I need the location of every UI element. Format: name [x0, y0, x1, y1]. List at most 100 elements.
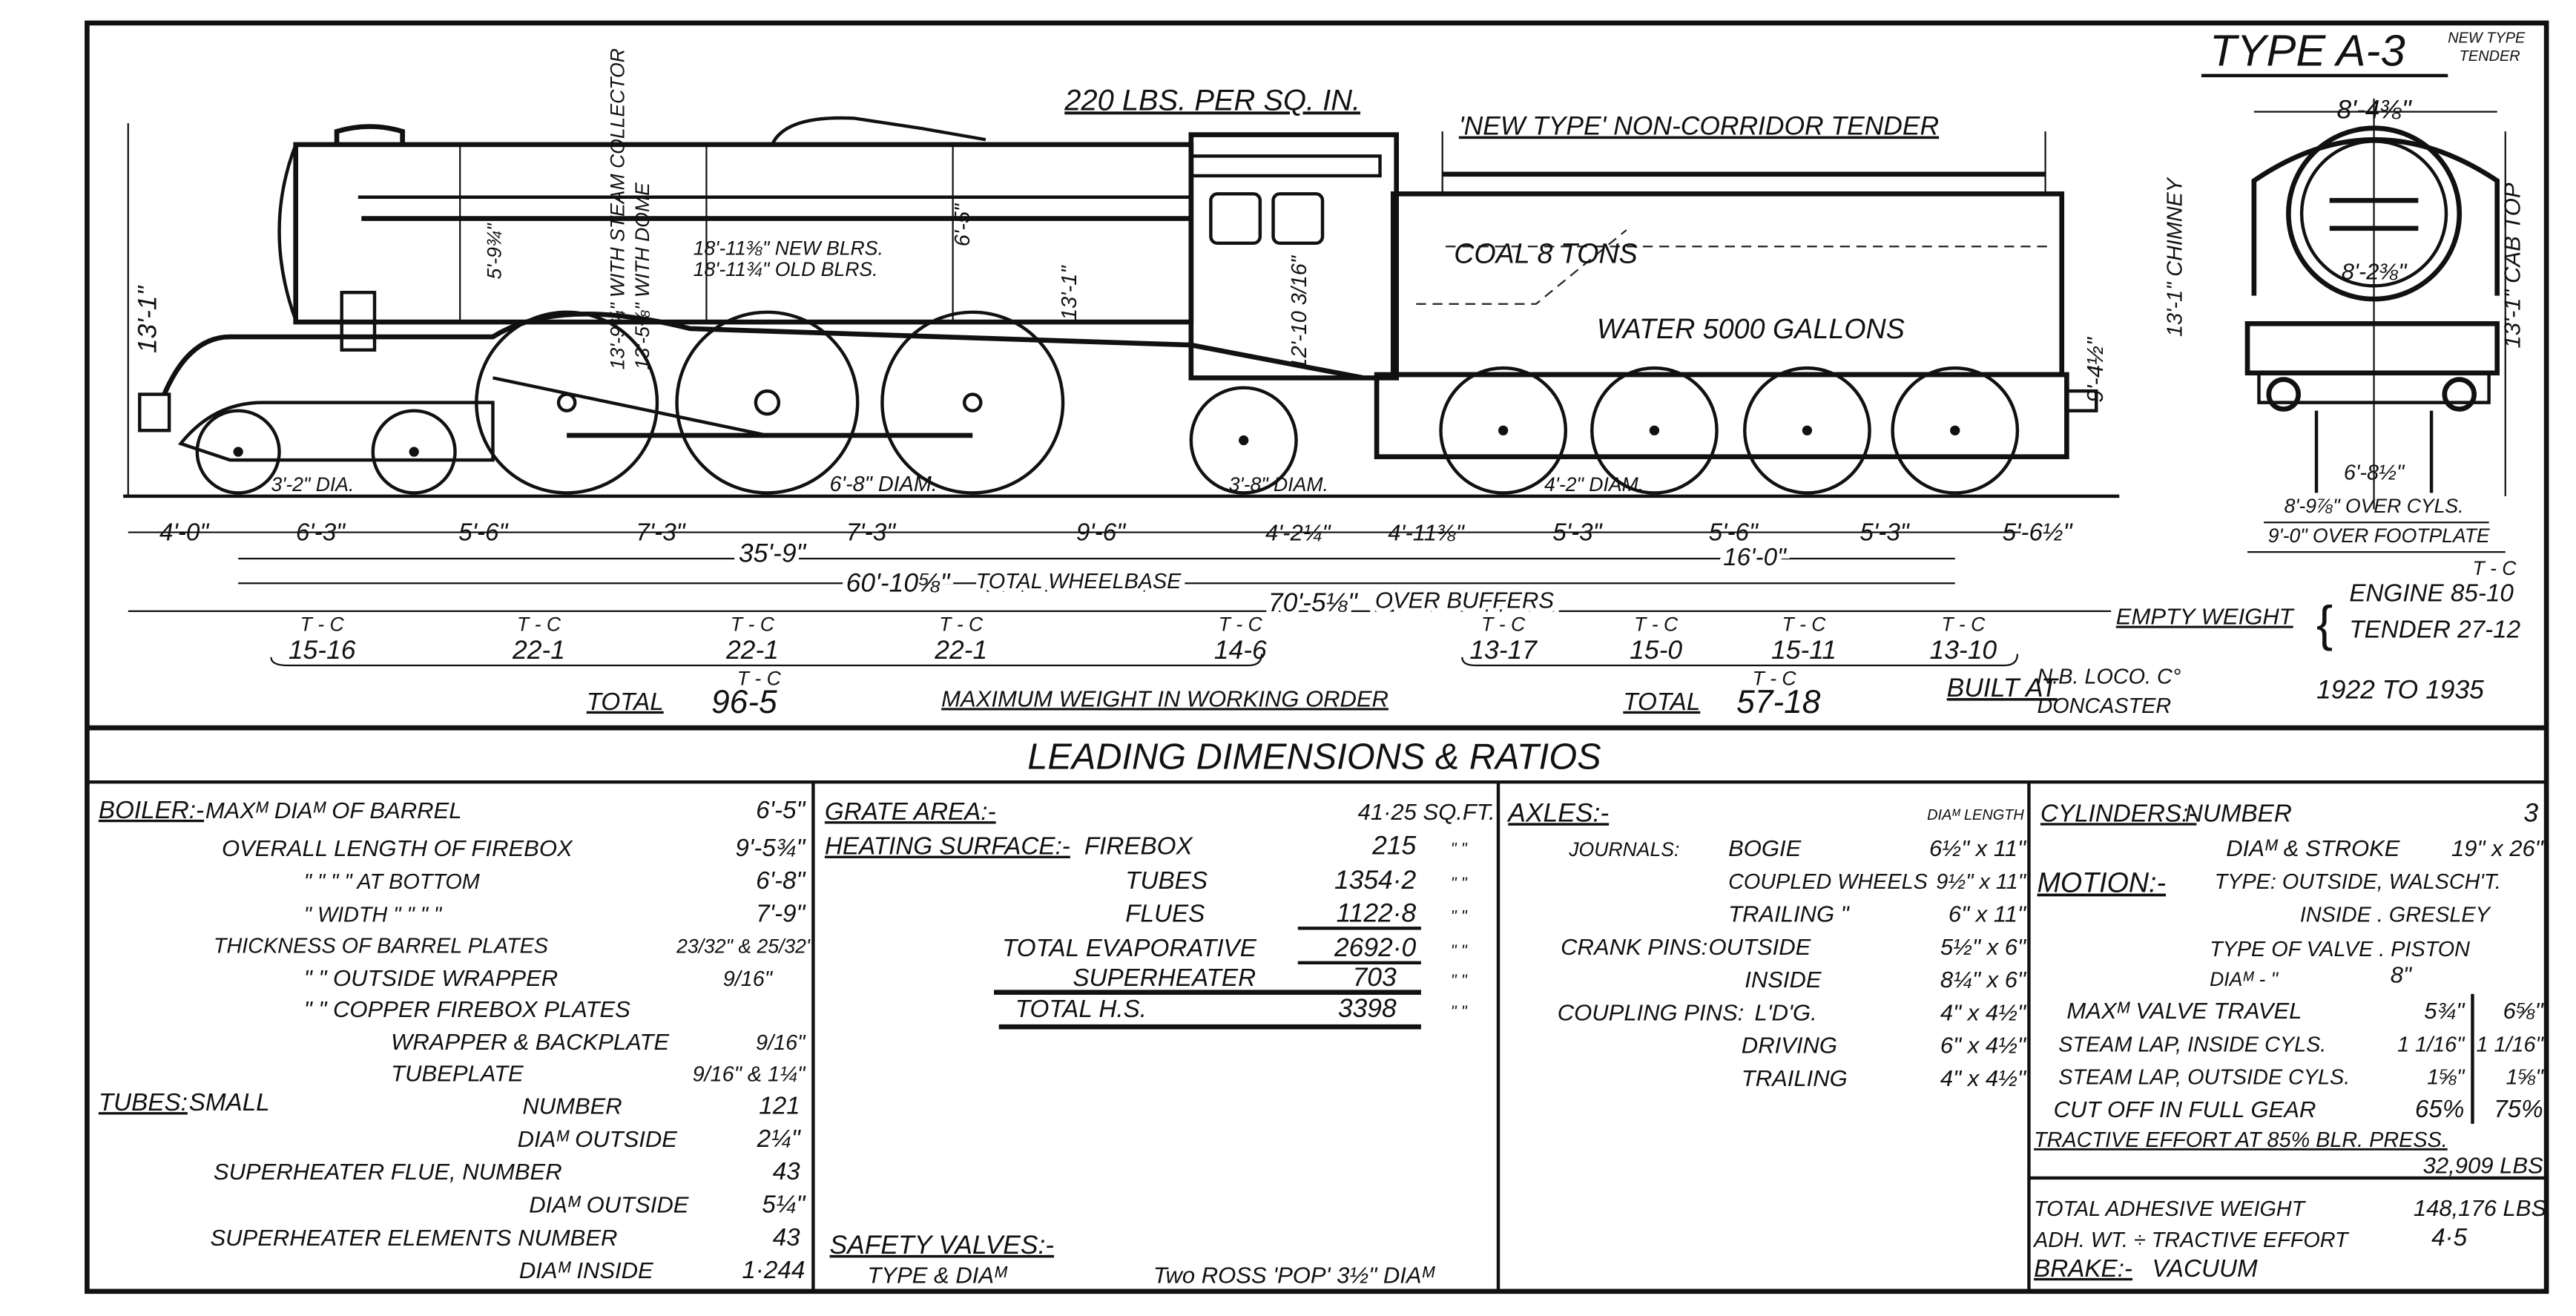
- tubes-small-label: SMALL: [189, 1089, 270, 1116]
- boiler-row-label: " WIDTH " " " ": [304, 903, 443, 927]
- heating-row-label: TOTAL H.S.: [1015, 996, 1147, 1023]
- motion-row-label: MAXᴹ VALVE TRAVEL: [2066, 998, 2302, 1024]
- spacing: 5'-6½": [2003, 519, 2074, 547]
- unit-label: T - C: [1782, 613, 1826, 635]
- axle-row-label: DRIVING: [1742, 1033, 1837, 1059]
- end-buffer-beam: [2244, 320, 2500, 376]
- engine-wheelbase: 35'-9": [739, 538, 807, 567]
- heating-row-value: 1122·8: [1337, 898, 1417, 927]
- cylinders-number: 3: [2523, 797, 2538, 827]
- axle-row-value: 8¼" x 6": [1940, 967, 2027, 993]
- bogie-wheels: [195, 409, 457, 495]
- boiler-row-label: " " OUTSIDE WRAPPER: [304, 965, 558, 991]
- tender-wheel-diameter: 4'-2" DIAM.: [1544, 473, 1644, 496]
- trailing-wheel-diameter: 3'-8" DIAM.: [1229, 473, 1328, 496]
- tubes-row-value: 43: [773, 1224, 800, 1251]
- engine-total-label: TOTAL: [587, 688, 664, 716]
- dimension-lines: [127, 123, 2112, 667]
- adhesive-weight-label: TOTAL ADHESIVE WEIGHT: [2034, 1197, 2307, 1221]
- tubes-row-value: 5¼": [762, 1191, 806, 1218]
- cylinders-motion-section: CYLINDERS:- NUMBER 3 DIAᴹ & STROKE 19" x…: [2032, 797, 2546, 1282]
- end-gauge: 6'-8½": [2344, 461, 2405, 485]
- tubes-row-value: 121: [759, 1093, 800, 1120]
- axle-row-value: 9½" x 11": [1936, 870, 2026, 894]
- cab: [1188, 132, 1400, 381]
- boiler-length-new: 18'-11⅜" NEW BLRS.: [694, 237, 883, 259]
- end-over-footplate: 9'-0" OVER FOOTPLATE: [2268, 524, 2490, 547]
- ditto-mark: " ": [1451, 840, 1468, 858]
- heating-row-value: 1354·2: [1334, 865, 1417, 895]
- spacing: 4'-11⅜": [1388, 520, 1466, 546]
- axle-row-label: L'D'G.: [1755, 999, 1817, 1025]
- unit-label: T - C: [1481, 613, 1526, 635]
- builder-doncaster: DONCASTER: [2038, 694, 2172, 718]
- spacing: 5'-6": [458, 519, 509, 547]
- adhesion-ratio-value: 4·5: [2431, 1224, 2468, 1251]
- axle-weight: 13-17: [1469, 635, 1538, 665]
- axle-row-label: INSIDE: [1745, 967, 1822, 993]
- motion-row-label: STEAM LAP, OUTSIDE CYLS.: [2058, 1066, 2350, 1090]
- unit-label: T - C: [1753, 668, 1797, 690]
- end-cab-top-height: 13'-1" CAB TOP: [2500, 182, 2526, 348]
- tubes-row-label: SUPERHEATER FLUE, NUMBER: [214, 1159, 562, 1185]
- motion-header: MOTION:-: [2038, 867, 2167, 898]
- tender-total-label: TOTAL: [1623, 688, 1700, 716]
- axles-section: AXLES:- DIAᴹ LENGTH JOURNALS: BOGIE 6½" …: [1506, 797, 2027, 1091]
- safety-valves-label: TYPE & DIAᴹ: [867, 1263, 1008, 1289]
- spacing: 5'-6": [1709, 519, 1759, 547]
- built-at-label: BUILT AT: [1947, 673, 2059, 703]
- boiler-header: BOILER:-: [99, 797, 204, 824]
- tender-wheelbase: 16'-0": [1723, 544, 1788, 571]
- axle-row-label: TRAILING: [1742, 1065, 1848, 1091]
- heating-row-label: FIREBOX: [1084, 833, 1194, 861]
- motion-row-inside: 65%: [2415, 1096, 2465, 1123]
- axle-weight: 22-1: [725, 635, 779, 665]
- motion-row-outside: 75%: [2494, 1096, 2543, 1123]
- axle-row-value: 6" x 4½": [1940, 1033, 2027, 1059]
- engine-axle-weights: T - C 15-16 T - C 22-1 T - C 22-1 T - C …: [289, 613, 1267, 665]
- type-title: TYPE A-3: [2210, 26, 2405, 76]
- unit-label: T - C: [1941, 613, 1986, 635]
- axles-columns: DIAᴹ LENGTH: [1927, 807, 2024, 823]
- boiler-row-value: 6'-8": [756, 867, 806, 895]
- tubes-row-value: 43: [773, 1158, 800, 1185]
- boiler-row-label: " " " " AT BOTTOM: [304, 870, 480, 894]
- axle-weight: 15-0: [1630, 635, 1682, 665]
- empty-weight-engine: ENGINE 85-10: [2349, 580, 2514, 608]
- axle-row-label: COUPLED WHEELS: [1728, 870, 1928, 894]
- unit-label: T - C: [737, 668, 782, 690]
- motion-type: TYPE: OUTSIDE, WALSCH'T.: [2215, 870, 2501, 894]
- grate-heating-section: GRATE AREA:- 41·25 SQ.FT. HEATING SURFAC…: [825, 798, 1495, 1289]
- valve-type: TYPE OF VALVE . PISTON: [2210, 938, 2470, 961]
- boiler-row-label: MAXᴹ DIAᴹ OF BARREL: [205, 797, 462, 823]
- boiler-row-label: " " COPPER FIREBOX PLATES: [304, 996, 630, 1022]
- tender-body: [1390, 191, 2065, 378]
- tractive-effort-label: TRACTIVE EFFORT AT 85% BLR. PRESS.: [2034, 1128, 2448, 1152]
- heating-row-label: TUBES: [1125, 867, 1208, 895]
- axle-row-value: 6" x 11": [1949, 901, 2027, 927]
- boiler-section: BOILER:- MAXᴹ DIAᴹ OF BARREL 6'-5" OVERA…: [99, 797, 814, 1086]
- tractive-effort-value: 32,909 LBS: [2423, 1152, 2543, 1178]
- tender-frame: [1374, 372, 2069, 460]
- axle-spacings: 4'-0" 6'-3" 5'-6" 7'-3" 7'-3" 9'-6" 4'-2…: [159, 519, 2074, 547]
- motion-row-inside: 5¾": [2424, 998, 2465, 1024]
- height-firebox: 6'-5": [951, 203, 975, 246]
- brake-header: BRAKE:-: [2034, 1255, 2132, 1283]
- elevation-labels: 220 LBS. PER SQ. IN. 'NEW TYPE' NON-CORR…: [132, 48, 2520, 720]
- axle-group: CRANK PINS:: [1561, 934, 1707, 960]
- motion-row-label: CUT OFF IN FULL GEAR: [2054, 1096, 2316, 1122]
- unit-label: T - C: [939, 613, 984, 635]
- boiler-row-value: 6'-5": [756, 797, 806, 824]
- ditto-mark: " ": [1451, 1002, 1468, 1021]
- boiler-row-label: OVERALL LENGTH OF FIREBOX: [222, 835, 573, 861]
- boiler-row-value: 9/16": [756, 1031, 806, 1055]
- grate-area-header: GRATE AREA:-: [825, 798, 996, 826]
- type-note-line1: NEW TYPE: [2448, 30, 2526, 47]
- end-view: TYPE A-3 NEW TYPE TENDER 8'-4⅜" 8'-2⅜" 6…: [2163, 26, 2526, 553]
- safety-valves-value: Two ROSS 'POP' 3½" DIAᴹ: [1153, 1263, 1436, 1289]
- type-note-line2: TENDER: [2460, 48, 2520, 65]
- unit-label: T - C: [2472, 557, 2517, 579]
- total-wheelbase-value: 60'-10⅝": [846, 567, 951, 597]
- boiler-row-value: 9/16" & 1¼": [693, 1062, 806, 1086]
- boiler-row-value: 9'-5¾": [735, 835, 806, 862]
